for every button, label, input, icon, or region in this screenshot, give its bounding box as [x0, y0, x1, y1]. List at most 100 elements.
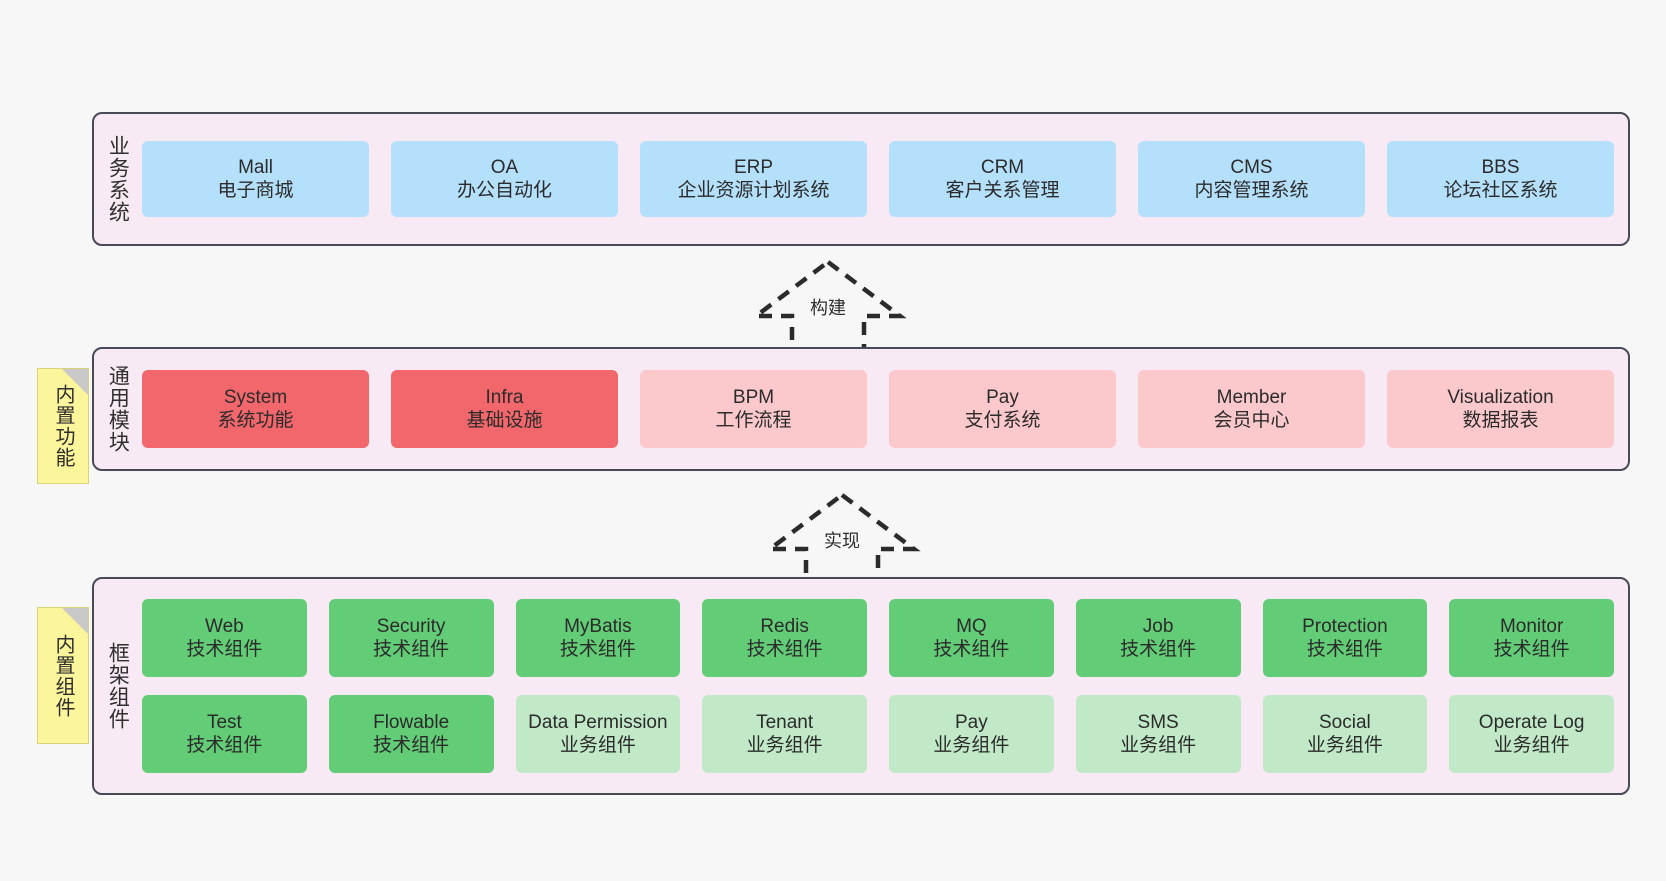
node-sms[interactable]: SMS 业务组件: [1075, 695, 1241, 773]
node-protection-en: Protection: [1302, 615, 1388, 637]
node-visualization-cn: 数据报表: [1462, 410, 1539, 431]
node-mall[interactable]: Mall 电子商城: [142, 141, 369, 217]
node-pay-component-cn: 业务组件: [933, 735, 1010, 756]
connector-implement: 实现: [762, 489, 922, 586]
note-builtin-features-label: 内置功能: [52, 384, 74, 468]
node-bpm-en: BPM: [732, 386, 775, 408]
node-member[interactable]: Member 会员中心: [1138, 370, 1365, 448]
node-flowable[interactable]: Flowable 技术组件: [328, 695, 494, 773]
business-systems-row: Mall 电子商城 OA 办公自动化 ERP 企业资源计划系统 CRM 客户关系…: [142, 141, 1614, 217]
node-cms[interactable]: CMS 内容管理系统: [1138, 141, 1365, 217]
node-job-cn: 技术组件: [1120, 639, 1197, 660]
node-pay-component-en: Pay: [955, 711, 988, 733]
common-modules-row: System 系统功能 Infra 基础设施 BPM 工作流程 Pay 支付系统…: [142, 370, 1614, 448]
node-web-cn: 技术组件: [186, 639, 263, 660]
node-bbs[interactable]: BBS 论坛社区系统: [1387, 141, 1614, 217]
node-mybatis-en: MyBatis: [564, 615, 632, 637]
layer-framework-components-title: 框架组件: [106, 642, 130, 730]
node-monitor[interactable]: Monitor 技术组件: [1449, 599, 1614, 677]
node-pay-component[interactable]: Pay 业务组件: [889, 695, 1054, 773]
node-social-en: Social: [1319, 711, 1371, 733]
node-pay-module-en: Pay: [986, 386, 1019, 408]
node-tenant-cn: 业务组件: [746, 735, 823, 756]
node-visualization[interactable]: Visualization 数据报表: [1387, 370, 1614, 448]
node-protection-cn: 技术组件: [1306, 639, 1383, 660]
node-cms-en: CMS: [1230, 156, 1273, 178]
connector-implement-label: 实现: [824, 531, 860, 551]
node-crm[interactable]: CRM 客户关系管理: [889, 141, 1116, 217]
node-bbs-en: BBS: [1481, 156, 1520, 178]
layer-framework-components-body: Web 技术组件 Security 技术组件 MyBatis 技术组件 Redi…: [140, 579, 1628, 793]
node-data-permission-en: Data Permission: [528, 711, 668, 733]
node-crm-en: CRM: [980, 156, 1025, 178]
node-sms-en: SMS: [1137, 711, 1179, 733]
node-test-cn: 技术组件: [186, 735, 263, 756]
node-erp-en: ERP: [733, 156, 774, 178]
node-oa-en: OA: [490, 156, 519, 178]
node-tenant-en: Tenant: [756, 711, 814, 733]
node-visualization-en: Visualization: [1447, 386, 1554, 408]
node-job-en: Job: [1142, 615, 1174, 637]
node-bpm-cn: 工作流程: [715, 410, 792, 431]
node-operate-log-en: Operate Log: [1478, 711, 1585, 733]
node-sms-cn: 业务组件: [1120, 735, 1197, 756]
connector-build: 构建: [748, 256, 908, 353]
node-flowable-cn: 技术组件: [373, 735, 450, 756]
node-test-en: Test: [206, 711, 242, 733]
node-monitor-en: Monitor: [1499, 615, 1564, 637]
node-web-en: Web: [205, 615, 244, 637]
node-data-permission[interactable]: Data Permission 业务组件: [515, 695, 681, 773]
node-operate-log[interactable]: Operate Log 业务组件: [1449, 695, 1614, 773]
node-pay-module-cn: 支付系统: [964, 410, 1041, 431]
framework-business-row: Test 技术组件 Flowable 技术组件 Data Permission …: [142, 695, 1614, 773]
framework-tech-row: Web 技术组件 Security 技术组件 MyBatis 技术组件 Redi…: [142, 599, 1614, 677]
node-protection[interactable]: Protection 技术组件: [1262, 599, 1428, 677]
node-oa-cn: 办公自动化: [456, 180, 552, 201]
layer-business-systems-title: 业务系统: [106, 135, 130, 223]
node-mybatis-cn: 技术组件: [559, 639, 636, 660]
node-member-en: Member: [1216, 386, 1287, 408]
node-erp-cn: 企业资源计划系统: [677, 180, 830, 201]
node-operate-log-cn: 业务组件: [1493, 735, 1570, 756]
layer-framework-components: 框架组件 Web 技术组件 Security 技术组件 MyBatis 技术组件…: [92, 577, 1630, 795]
node-mq-cn: 技术组件: [933, 639, 1010, 660]
node-job[interactable]: Job 技术组件: [1075, 599, 1241, 677]
node-infra[interactable]: Infra 基础设施: [391, 370, 618, 448]
node-pay-module[interactable]: Pay 支付系统: [889, 370, 1116, 448]
node-crm-cn: 客户关系管理: [945, 180, 1060, 201]
node-web[interactable]: Web 技术组件: [142, 599, 307, 677]
node-bpm[interactable]: BPM 工作流程: [640, 370, 867, 448]
layer-business-systems: 业务系统 Mall 电子商城 OA 办公自动化 ERP 企业资源计划系统 CRM…: [92, 112, 1630, 246]
node-infra-en: Infra: [485, 386, 524, 408]
node-security[interactable]: Security 技术组件: [328, 599, 494, 677]
node-test[interactable]: Test 技术组件: [142, 695, 307, 773]
node-bbs-cn: 论坛社区系统: [1443, 180, 1558, 201]
node-redis[interactable]: Redis 技术组件: [702, 599, 867, 677]
layer-common-modules-body: System 系统功能 Infra 基础设施 BPM 工作流程 Pay 支付系统…: [140, 349, 1628, 469]
layer-common-modules-title: 通用模块: [106, 365, 130, 453]
connector-build-label: 构建: [810, 298, 846, 318]
node-oa[interactable]: OA 办公自动化: [391, 141, 618, 217]
node-social[interactable]: Social 业务组件: [1262, 695, 1428, 773]
node-data-permission-cn: 业务组件: [559, 735, 636, 756]
implement-arrow-shape: [763, 492, 921, 586]
node-erp[interactable]: ERP 企业资源计划系统: [640, 141, 867, 217]
node-mall-cn: 电子商城: [217, 180, 294, 201]
node-security-cn: 技术组件: [373, 639, 450, 660]
node-redis-cn: 技术组件: [746, 639, 823, 660]
note-builtin-components: 内置组件: [37, 607, 89, 744]
node-system-cn: 系统功能: [217, 410, 294, 431]
node-security-en: Security: [376, 615, 446, 637]
node-tenant[interactable]: Tenant 业务组件: [702, 695, 867, 773]
layer-business-systems-body: Mall 电子商城 OA 办公自动化 ERP 企业资源计划系统 CRM 客户关系…: [140, 114, 1628, 244]
node-cms-cn: 内容管理系统: [1194, 180, 1309, 201]
node-monitor-cn: 技术组件: [1493, 639, 1570, 660]
node-flowable-en: Flowable: [373, 711, 450, 733]
node-social-cn: 业务组件: [1306, 735, 1383, 756]
node-system[interactable]: System 系统功能: [142, 370, 369, 448]
node-mybatis[interactable]: MyBatis 技术组件: [515, 599, 681, 677]
node-mall-en: Mall: [238, 156, 273, 178]
node-mq[interactable]: MQ 技术组件: [889, 599, 1054, 677]
node-member-cn: 会员中心: [1213, 410, 1290, 431]
